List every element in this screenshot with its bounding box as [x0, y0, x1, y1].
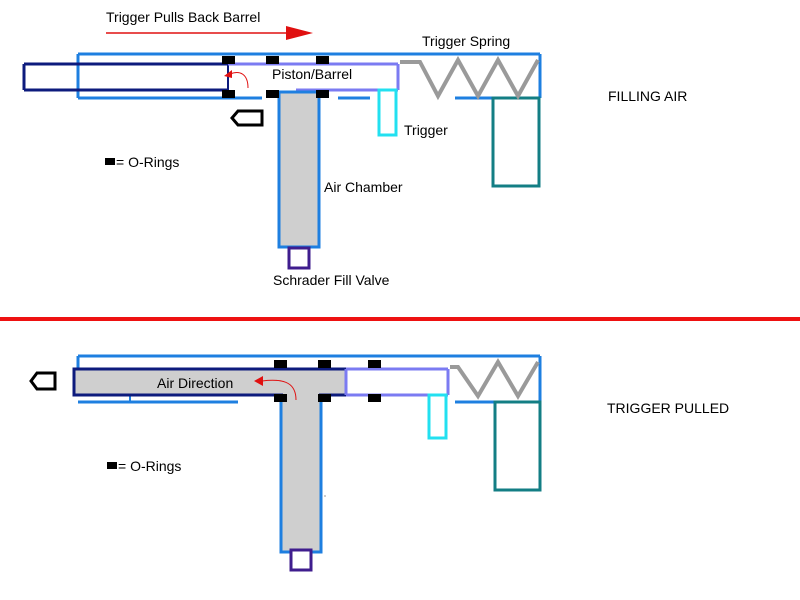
o-ring [222, 56, 235, 64]
o-ring [318, 360, 331, 368]
o-ring [274, 360, 287, 368]
chamber-opening [283, 392, 319, 400]
trigger-spring-label: Trigger Spring [422, 33, 510, 49]
barrel [22, 62, 229, 92]
direction-arrow-head [286, 26, 313, 40]
air-direction-arrowhead [254, 376, 263, 386]
air-direction-arrow [261, 379, 297, 401]
trigger [377, 88, 398, 137]
barrel [72, 367, 348, 397]
grip [491, 96, 541, 188]
trigger [427, 393, 448, 440]
o-rings [274, 360, 381, 402]
piston-barrel-label: Piston/Barrel [272, 66, 352, 82]
o-ring [318, 394, 331, 402]
trigger-spring [400, 55, 540, 101]
o-rings-legend-label: = O-Rings [116, 154, 179, 170]
o-ring [316, 56, 329, 64]
o-ring [368, 360, 381, 368]
o-ring [274, 394, 287, 402]
trigger-spring [450, 358, 540, 400]
air-chamber-label: Air Chamber [324, 179, 403, 195]
trigger-pulled-label: TRIGGER PULLED [607, 400, 729, 416]
schrader-valve [287, 246, 311, 270]
filling-air-label: FILLING AIR [608, 88, 687, 104]
air-flow-arrow [229, 72, 249, 89]
grip [493, 400, 542, 492]
trigger-label: Trigger [404, 122, 448, 138]
o-ring [222, 90, 235, 98]
air-chamber [279, 395, 323, 554]
schrader-valve [289, 548, 313, 572]
air-flow-arrowhead [224, 70, 232, 78]
o-ring-legend-icon [107, 462, 117, 469]
projectile [230, 109, 264, 127]
air-chamber [277, 90, 321, 249]
trigger-pulls-label: Trigger Pulls Back Barrel [106, 9, 260, 25]
projectile [29, 371, 57, 391]
filling-air-panel: Trigger Pulls Back Barrel Piston/Barrel [22, 9, 687, 288]
piston [344, 367, 450, 397]
o-rings [222, 56, 329, 98]
air-direction-label: Air Direction [157, 375, 233, 391]
schrader-label: Schrader Fill Valve [273, 272, 390, 288]
o-ring [368, 394, 381, 402]
o-ring [266, 90, 279, 98]
o-ring [316, 90, 329, 98]
o-ring-legend-icon [105, 158, 115, 165]
o-rings-legend-label: = O-Rings [118, 458, 181, 474]
o-ring [266, 56, 279, 64]
trigger-pulled-panel: Air Direction [29, 354, 729, 572]
